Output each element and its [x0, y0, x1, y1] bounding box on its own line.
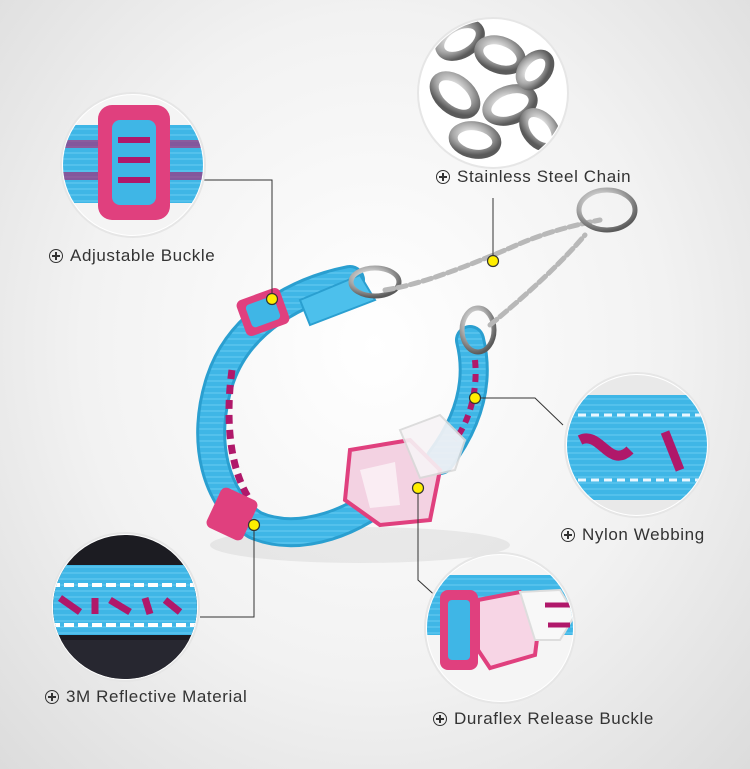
callout-reflective: 3M Reflective Material [45, 687, 247, 707]
callout-label: Stainless Steel Chain [457, 167, 632, 186]
callout-dots [247, 254, 500, 532]
plus-circle-icon [436, 170, 450, 184]
callout-adjustable-buckle: Adjustable Buckle [49, 246, 215, 266]
detail-circle-nylon-webbing [564, 372, 710, 518]
callout-dot-adjustable [265, 292, 279, 306]
callout-label: Nylon Webbing [582, 525, 705, 544]
detail-circle-chain [417, 17, 569, 169]
callout-label: 3M Reflective Material [66, 687, 248, 706]
callout-dot-reflective [247, 518, 261, 532]
callout-dot-webbing [468, 391, 482, 405]
callout-label: Duraflex Release Buckle [454, 709, 654, 728]
callout-stainless-chain: Stainless Steel Chain [436, 167, 631, 187]
detail-circle-reflective [50, 532, 200, 682]
callout-nylon-webbing: Nylon Webbing [561, 525, 705, 545]
callout-dot-chain [486, 254, 500, 268]
callout-release-buckle: Duraflex Release Buckle [433, 709, 654, 729]
main-collar [196, 187, 638, 563]
plus-circle-icon [45, 690, 59, 704]
detail-circle-release-buckle [424, 552, 576, 704]
leader-lines [200, 179, 564, 618]
plus-circle-icon [433, 712, 447, 726]
plus-circle-icon [561, 528, 575, 542]
detail-circle-adjustable-buckle [60, 92, 206, 238]
callout-label: Adjustable Buckle [70, 246, 216, 265]
callout-dot-release [411, 481, 425, 495]
plus-circle-icon [49, 249, 63, 263]
